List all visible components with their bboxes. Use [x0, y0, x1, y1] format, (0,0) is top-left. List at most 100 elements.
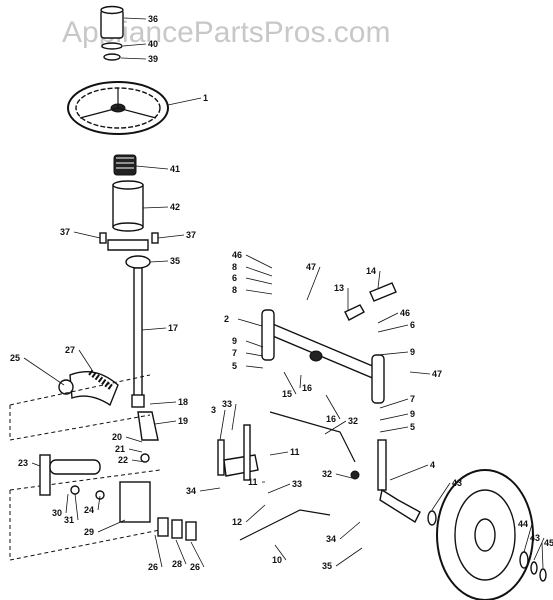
callout-18: 18 [178, 397, 188, 407]
callout-28: 28 [172, 559, 182, 569]
callout-9-c: 9 [410, 409, 415, 419]
callout-32-top-leader [324, 420, 347, 435]
callout-21: 21 [115, 444, 125, 454]
callout-33-lower: 33 [292, 479, 302, 489]
front-wheel-part [436, 469, 534, 600]
callout-3-leader [219, 409, 226, 441]
callout-43-bottom-leader [533, 537, 545, 561]
callout-27: 27 [65, 345, 75, 355]
callout-35: 35 [170, 256, 180, 266]
callout-36-leader [123, 17, 147, 20]
callout-36: 36 [148, 14, 158, 24]
callout-9-a: 9 [232, 336, 237, 346]
front-axle-part [261, 309, 385, 404]
callout-29-leader [97, 519, 126, 533]
lower-link-part [239, 509, 331, 541]
callout-17-leader [141, 327, 167, 331]
callout-47-top-leader [306, 266, 321, 301]
steering-wheel-part [67, 81, 169, 135]
callout-43-top: 43 [452, 478, 462, 488]
callout-16-b: 16 [326, 414, 336, 424]
callout-14: 14 [366, 266, 376, 276]
callout-43-bottom: 43 [530, 533, 540, 543]
callout-5-b-leader [379, 426, 409, 433]
callout-23: 23 [18, 458, 28, 468]
callout-23-leader [31, 462, 41, 467]
callout-39-leader [120, 57, 147, 60]
callout-1-leader [167, 97, 202, 106]
callout-41: 41 [170, 164, 180, 174]
callout-45-leader [541, 542, 544, 569]
callout-24: 24 [84, 505, 94, 515]
dashed-leader-3 [9, 414, 151, 441]
spindle-right-part [377, 439, 421, 524]
callout-27-leader [78, 349, 93, 371]
callout-29: 29 [84, 527, 94, 537]
callout-47-right: 47 [432, 369, 442, 379]
callout-22-leader [131, 459, 146, 463]
callout-5-a: 5 [232, 361, 237, 371]
callout-14-leader [377, 270, 381, 289]
callout-34-right-leader [339, 521, 361, 540]
callout-5-a-leader [245, 365, 264, 369]
callout-26-right: 26 [190, 562, 200, 572]
callout-45: 45 [544, 538, 553, 548]
callout-46-right-leader [377, 312, 399, 324]
callout-42-leader [142, 206, 169, 209]
callout-34-right: 34 [326, 534, 336, 544]
callout-32-bottom: 32 [322, 469, 332, 479]
callout-15-leader [283, 371, 297, 395]
callout-18-leader [149, 401, 177, 405]
callout-6-a: 6 [232, 273, 237, 283]
callout-20: 20 [112, 432, 122, 442]
callout-21-leader [128, 448, 143, 453]
drag-link-plates-part [157, 517, 197, 541]
column-bracket-part [99, 232, 159, 251]
callout-34-left: 34 [186, 486, 196, 496]
callout-19: 19 [178, 416, 188, 426]
callout-11-a: 11 [290, 447, 300, 457]
callout-9-b: 9 [410, 347, 415, 357]
callout-7-a: 7 [232, 348, 237, 358]
callout-25: 25 [10, 353, 20, 363]
column-sleeve-part [112, 180, 144, 232]
callout-35-lower-leader [335, 547, 363, 567]
callout-42: 42 [170, 202, 180, 212]
callout-26-right-leader [190, 541, 205, 568]
steering-shaft-part [125, 255, 159, 463]
callout-9-a-leader [245, 340, 264, 348]
callout-31-leader [74, 493, 79, 521]
callout-41-leader [135, 165, 169, 170]
callout-13: 13 [334, 283, 344, 293]
callout-12-leader [245, 504, 266, 523]
callout-37-right: 37 [186, 230, 196, 240]
callout-47-top: 47 [306, 262, 316, 272]
callout-44-leader [523, 523, 533, 553]
callout-37-left: 37 [60, 227, 70, 237]
callout-37-right-leader [157, 234, 185, 239]
callout-10: 10 [272, 555, 282, 565]
callout-32-top: 32 [348, 416, 358, 426]
steering-gear-part [113, 154, 137, 176]
callout-20-leader [125, 436, 143, 443]
callout-34-left-leader [199, 487, 221, 492]
callout-31: 31 [64, 515, 74, 525]
callout-35-lower: 35 [322, 561, 332, 571]
callout-16-b-leader [325, 394, 341, 420]
callout-37-left-leader [73, 231, 101, 239]
callout-39: 39 [148, 54, 158, 64]
spindle-left-part [217, 424, 259, 481]
callout-7-a-leader [245, 352, 264, 357]
callout-5-b: 5 [410, 422, 415, 432]
callout-28-leader [175, 539, 187, 565]
callout-40-leader [122, 43, 147, 47]
callout-9-c-leader [379, 413, 409, 421]
callout-10-leader [274, 544, 287, 561]
wheel-washers-part [427, 510, 547, 582]
callout-47-right-leader [409, 371, 431, 375]
callout-4: 4 [430, 460, 435, 470]
gear-sector-part [58, 369, 119, 407]
callout-43-top-leader [431, 482, 451, 511]
dashed-leader-4 [9, 469, 161, 491]
